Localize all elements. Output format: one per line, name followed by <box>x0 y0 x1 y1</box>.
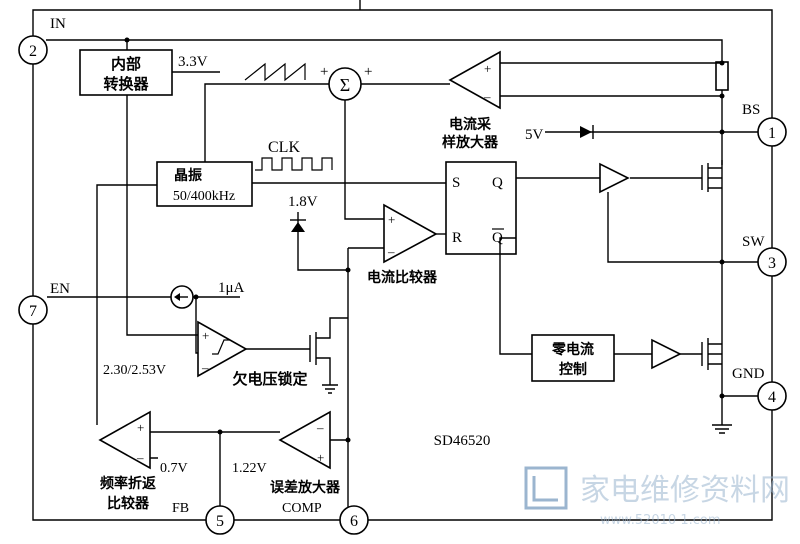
internal-converter-box <box>79 49 173 96</box>
svg-text:–: – <box>136 450 144 465</box>
latch-q: Q <box>492 175 503 191</box>
csa-plus: + <box>484 61 491 76</box>
cc-label: 电流比较器 <box>367 269 438 286</box>
comp-minus-wire <box>347 247 384 440</box>
v5-label: 5V <box>525 127 544 143</box>
csa-minus: – <box>483 89 491 104</box>
sense-resistor <box>715 61 729 91</box>
clk-label: CLK <box>268 139 300 156</box>
latch-qbar: Q <box>492 230 503 246</box>
bs-label: BS <box>742 102 760 118</box>
osc-to-sum-wire <box>204 83 329 168</box>
sawtooth-wave <box>244 62 306 82</box>
watermark-url: www.52010 1.com <box>600 513 721 528</box>
svg-text:+: + <box>137 420 144 435</box>
gnd-label: GND <box>732 366 765 382</box>
uvlo-threshold: 2.30/2.53V <box>103 363 166 378</box>
osc-label-1: 晶振 <box>174 167 202 184</box>
zcc-label-2: 控制 <box>559 361 587 378</box>
current-source-label: 1μA <box>218 280 245 296</box>
pin-3-sw <box>757 247 787 277</box>
high-side-driver <box>599 162 630 194</box>
comp-mosfet <box>309 317 348 394</box>
fb-label: FB <box>172 501 189 516</box>
boundary-wires <box>32 0 773 521</box>
svg-text:–: – <box>201 360 209 375</box>
svg-text:–: – <box>387 244 395 259</box>
pin-3-num: 3 <box>768 255 776 272</box>
pin-5-num: 5 <box>216 513 224 530</box>
svg-text:+: + <box>317 450 324 465</box>
sum-to-comp-wire <box>344 100 384 220</box>
in-rail <box>46 37 729 336</box>
freq-foldback-comparator <box>98 410 151 470</box>
svg-text:–: – <box>316 420 324 435</box>
sum-symbol: Σ <box>340 75 350 95</box>
fb-to-osc-wire <box>96 184 157 425</box>
v33-label: 3.3V <box>178 54 208 70</box>
high-side-mosfet <box>630 160 723 260</box>
osc-label-2: 50/400kHz <box>173 189 235 204</box>
pin-6-comp <box>339 505 369 535</box>
pin-5-fb <box>205 505 235 535</box>
zener-diode-icon <box>291 222 305 232</box>
pin-4-num: 4 <box>768 389 776 406</box>
uvlo-label: 欠电压锁定 <box>232 370 307 388</box>
pin-6-num: 6 <box>350 513 358 530</box>
sum-plus-right: + <box>364 64 372 80</box>
svg-text:+: + <box>388 212 395 227</box>
bs-diode-icon <box>580 126 592 138</box>
ffc-label-1: 频率折返 <box>100 475 156 492</box>
zero-current-control <box>531 334 615 382</box>
sw-feedback-wire <box>607 192 760 263</box>
oscillator-box <box>156 161 253 207</box>
sw-label: SW <box>742 234 765 250</box>
pin-2-in <box>18 35 48 65</box>
zcc-label-1: 零电流 <box>551 341 594 358</box>
watermark-site: 家电维修资料网 <box>580 473 790 508</box>
hysteresis-icon <box>212 339 230 355</box>
pin-1-num: 1 <box>768 125 776 142</box>
v18-label: 1.8V <box>288 194 318 210</box>
qbar-to-zero-wire <box>499 237 532 355</box>
ea-label: 误差放大器 <box>270 479 341 496</box>
low-side-driver <box>651 338 682 370</box>
pin-4-gnd <box>757 381 787 411</box>
comp-label: COMP <box>282 501 322 516</box>
in-label: IN <box>50 16 66 32</box>
chip-name: SD46520 <box>434 433 491 449</box>
converter-label-1: 内部 <box>111 55 141 73</box>
watermark-logo: 家电维修资料网 www.52010 1.com <box>524 466 790 528</box>
low-side-mosfet <box>701 338 732 434</box>
current-sense-amplifier <box>448 50 501 110</box>
current-comparator <box>383 203 438 264</box>
clock-wave <box>255 157 333 171</box>
csa-label-2: 样放大器 <box>442 134 499 151</box>
csa-label-1: 电流采 <box>449 116 492 133</box>
v122-label: 1.22V <box>232 461 267 476</box>
pin-1-bs <box>757 117 787 147</box>
pin-7-en <box>18 295 48 325</box>
pin-7-num: 7 <box>29 303 37 320</box>
en-label: EN <box>50 281 70 297</box>
latch-s: S <box>452 175 460 191</box>
latch-r: R <box>452 230 462 246</box>
sum-plus-left: + <box>320 64 328 80</box>
converter-label-2: 转换器 <box>103 75 149 93</box>
ffc-label-2: 比较器 <box>107 495 150 512</box>
svg-text:+: + <box>202 328 209 343</box>
uvlo-comparator <box>197 320 248 378</box>
pin-2-num: 2 <box>29 43 37 60</box>
v07-label: 0.7V <box>160 461 188 476</box>
